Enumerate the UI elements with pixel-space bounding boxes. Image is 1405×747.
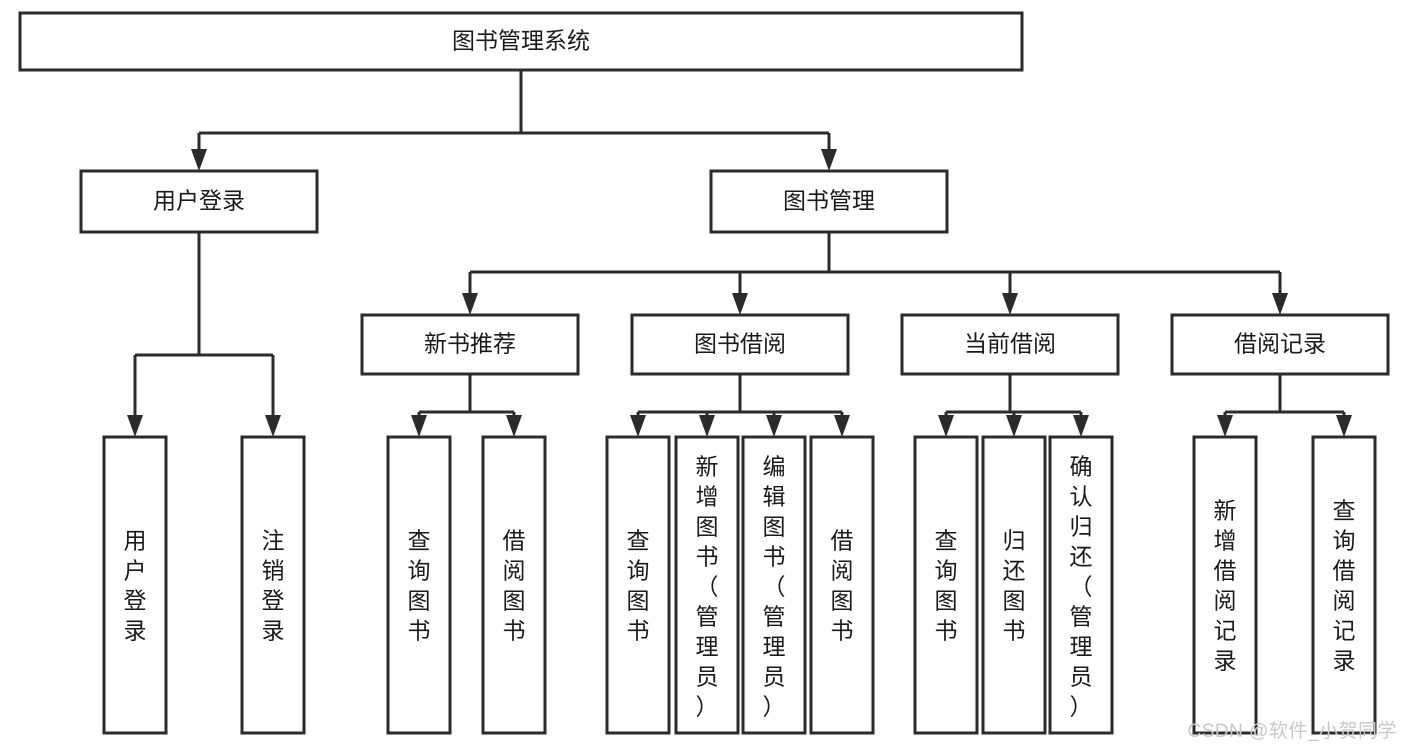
node-borrow-record[interactable]: 借阅记录 <box>1170 313 1390 376</box>
node-leaf-user-logout[interactable]: 注销登录 <box>240 435 306 735</box>
node-leaf-borrow-book-2[interactable]: 借阅图书 <box>809 435 875 735</box>
arrow-head-icon <box>1217 415 1233 437</box>
node-user-login-rect[interactable] <box>79 169 319 234</box>
node-leaf-query-book-3[interactable]: 查询图书 <box>913 435 979 735</box>
node-leaf-edit-book[interactable]: 编辑图书（管理员） <box>741 435 807 735</box>
node-leaf-query-book-3-label: 查询图书 <box>935 527 958 643</box>
node-root-system-rect[interactable] <box>18 11 1024 72</box>
arrow-head-icon <box>411 415 427 437</box>
node-borrow-record-rect[interactable] <box>1170 313 1390 376</box>
node-leaf-query-borrow-record-label: 查询借阅记录 <box>1333 497 1356 673</box>
node-leaf-confirm-return-rect[interactable] <box>1048 435 1114 735</box>
arrow-head-icon <box>699 415 715 437</box>
node-leaf-confirm-return[interactable]: 确认归还（管理员） <box>1048 435 1114 735</box>
node-new-book-recommend[interactable]: 新书推荐 <box>360 313 580 376</box>
arrow-head-icon <box>462 293 478 315</box>
node-leaf-borrow-book-2-label: 借阅图书 <box>831 527 854 643</box>
node-current-borrow-label: 当前借阅 <box>964 331 1056 357</box>
node-borrow-record-label: 借阅记录 <box>1234 331 1326 357</box>
node-root-system[interactable]: 图书管理系统 <box>18 11 1024 72</box>
node-leaf-query-borrow-record-rect[interactable] <box>1311 435 1377 735</box>
node-leaf-query-book-2-rect[interactable] <box>605 435 671 735</box>
node-leaf-borrow-book-1-label: 借阅图书 <box>503 527 526 643</box>
node-leaf-edit-book-rect[interactable] <box>741 435 807 735</box>
node-user-login[interactable]: 用户登录 <box>79 169 319 234</box>
node-leaf-query-book-2[interactable]: 查询图书 <box>605 435 671 735</box>
node-leaf-return-book[interactable]: 归还图书 <box>981 435 1047 735</box>
node-leaf-query-book-1-label: 查询图书 <box>408 527 431 643</box>
arrow-head-icon <box>821 149 837 171</box>
node-book-borrow[interactable]: 图书借阅 <box>630 313 850 376</box>
node-leaf-borrow-book-1-rect[interactable] <box>481 435 547 735</box>
arrow-head-icon <box>1272 293 1288 315</box>
node-leaf-add-book[interactable]: 新增图书（管理员） <box>674 435 740 735</box>
node-leaf-add-book-label: 新增图书（管理员） <box>696 453 719 719</box>
node-leaf-query-borrow-record[interactable]: 查询借阅记录 <box>1311 435 1377 735</box>
node-leaf-borrow-book-1[interactable]: 借阅图书 <box>481 435 547 735</box>
arrow-head-icon <box>834 415 850 437</box>
arrow-head-icon <box>1006 415 1022 437</box>
node-leaf-return-book-label: 归还图书 <box>1003 527 1026 643</box>
node-leaf-query-book-1[interactable]: 查询图书 <box>386 435 452 735</box>
edges-layer <box>127 70 1352 437</box>
arrow-head-icon <box>732 293 748 315</box>
arrow-head-icon <box>127 415 143 437</box>
node-leaf-edit-book-label: 编辑图书（管理员） <box>763 453 786 719</box>
node-leaf-add-borrow-record-label: 新增借阅记录 <box>1214 497 1237 673</box>
node-leaf-add-borrow-record-rect[interactable] <box>1192 435 1258 735</box>
node-root-system-label: 图书管理系统 <box>452 28 590 54</box>
arrow-head-icon <box>766 415 782 437</box>
node-leaf-user-logout-rect[interactable] <box>240 435 306 735</box>
node-leaf-query-book-1-rect[interactable] <box>386 435 452 735</box>
arrow-head-icon <box>265 415 281 437</box>
node-new-book-recommend-rect[interactable] <box>360 313 580 376</box>
node-leaf-query-book-3-rect[interactable] <box>913 435 979 735</box>
arrow-head-icon <box>1336 415 1352 437</box>
node-leaf-add-borrow-record[interactable]: 新增借阅记录 <box>1192 435 1258 735</box>
node-leaf-confirm-return-label: 确认归还（管理员） <box>1070 453 1093 719</box>
arrow-head-icon <box>1002 293 1018 315</box>
node-leaf-return-book-rect[interactable] <box>981 435 1047 735</box>
node-leaf-user-login-rect[interactable] <box>102 435 168 735</box>
node-current-borrow-rect[interactable] <box>900 313 1120 376</box>
node-leaf-user-login[interactable]: 用户登录 <box>102 435 168 735</box>
node-new-book-recommend-label: 新书推荐 <box>424 331 516 357</box>
arrow-head-icon <box>191 149 207 171</box>
arrow-head-icon <box>506 415 522 437</box>
csdn-watermark: CSDN @软件_小贺同学 <box>1187 721 1397 742</box>
node-book-management[interactable]: 图书管理 <box>709 169 949 234</box>
node-current-borrow[interactable]: 当前借阅 <box>900 313 1120 376</box>
arrow-head-icon <box>938 415 954 437</box>
node-leaf-borrow-book-2-rect[interactable] <box>809 435 875 735</box>
node-book-borrow-label: 图书借阅 <box>694 331 786 357</box>
node-leaf-add-book-rect[interactable] <box>674 435 740 735</box>
node-leaf-user-logout-label: 注销登录 <box>262 527 285 643</box>
nodes-layer: 图书管理系统用户登录图书管理新书推荐图书借阅当前借阅借阅记录用户登录注销登录查询… <box>18 11 1390 735</box>
node-book-management-label: 图书管理 <box>783 188 875 214</box>
arrow-head-icon <box>1073 415 1089 437</box>
node-leaf-user-login-label: 用户登录 <box>124 527 147 643</box>
arrow-head-icon <box>630 415 646 437</box>
node-leaf-query-book-2-label: 查询图书 <box>627 527 650 643</box>
node-user-login-label: 用户登录 <box>153 188 245 214</box>
node-book-management-rect[interactable] <box>709 169 949 234</box>
node-book-borrow-rect[interactable] <box>630 313 850 376</box>
